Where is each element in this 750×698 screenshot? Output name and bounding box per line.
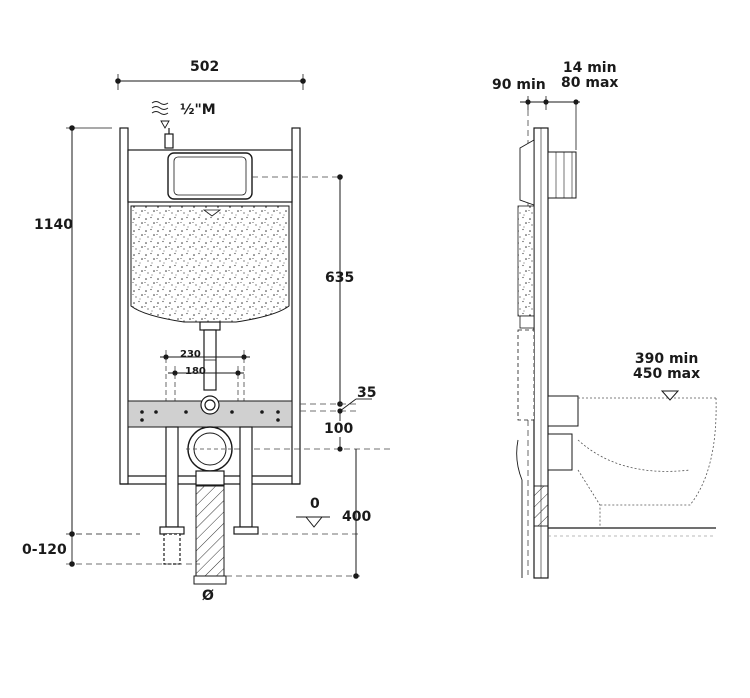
supply-label: ½"M <box>180 102 216 118</box>
floor-label: 0 <box>310 496 320 512</box>
level-triangle-icon <box>660 390 680 401</box>
width-dimension <box>115 74 306 90</box>
cistern-dimension-label: 635 <box>325 270 355 286</box>
height-label: 1140 <box>34 217 73 233</box>
waste-offset-label: 100 <box>324 421 354 437</box>
side-frame <box>516 127 579 579</box>
waste-height-label: 400 <box>342 509 372 525</box>
plate-depth-labels: 14 min 80 max <box>561 61 618 91</box>
fixing-inner-label: 180 <box>185 366 206 377</box>
flush-pipe <box>199 321 221 391</box>
level-triangle-icon <box>304 516 324 528</box>
leg-adjust-label: 0-120 <box>22 542 67 558</box>
floor-references <box>66 449 360 579</box>
fixing-dimensions <box>160 350 250 430</box>
flush-plate-box <box>127 149 340 203</box>
mounting-rail <box>127 395 372 428</box>
wc-bowl <box>577 390 717 528</box>
outlet-diameter-label: Ø <box>202 588 214 604</box>
plate-max-label: 80 max <box>561 75 619 91</box>
bowl-height-labels: 390 min 450 max <box>633 352 700 382</box>
bowl-max-label: 450 max <box>633 366 701 382</box>
bowl-min-label: 390 min <box>634 351 699 367</box>
wall-gap-label: 90 min <box>492 77 546 93</box>
width-label: 502 <box>190 59 220 75</box>
floor-line <box>548 527 716 537</box>
height-dimension <box>66 125 140 537</box>
plate-min-label: 14 min <box>562 60 617 76</box>
frame-legs <box>159 426 259 565</box>
cistern <box>130 205 290 323</box>
cistern-dimension <box>337 174 343 407</box>
fixing-outer-label: 230 <box>180 349 201 360</box>
rail-label: 35 <box>357 385 377 401</box>
water-supply-icon <box>151 101 174 149</box>
front-view <box>66 74 390 585</box>
side-view <box>516 96 717 579</box>
waste-outlet <box>186 411 390 585</box>
